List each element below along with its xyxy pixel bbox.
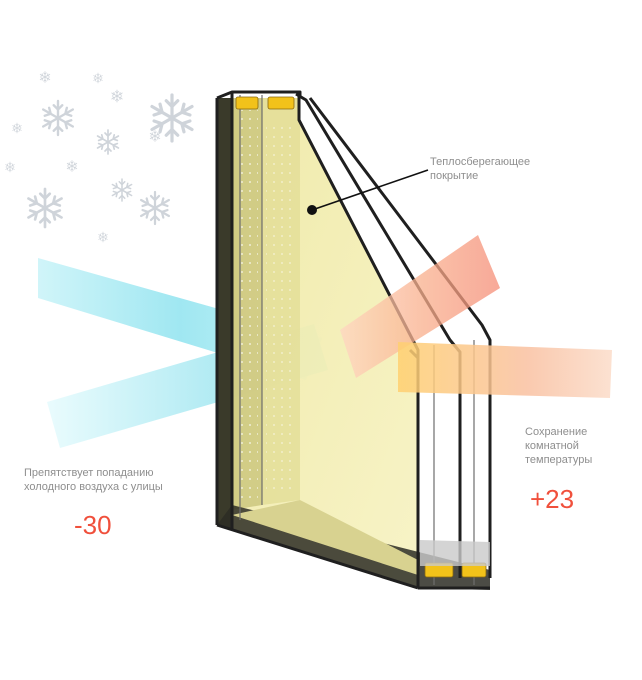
snowflake-icon bbox=[111, 89, 123, 103]
glass-unit bbox=[215, 90, 492, 590]
snowflake-icon bbox=[111, 178, 133, 202]
warm-air-label-line: Сохранение bbox=[525, 426, 588, 438]
coating-label: Теплосберегающее покрытие bbox=[430, 155, 530, 183]
snowflake-icon bbox=[27, 187, 63, 229]
snowflake-icon bbox=[42, 99, 74, 137]
coating-label-line: покрытие bbox=[430, 170, 479, 182]
coating-callout bbox=[307, 169, 429, 215]
snowflake-icon bbox=[96, 129, 120, 155]
warm-air-label: Сохранение комнатной температуры bbox=[525, 425, 592, 467]
warm-air-label-line: комнатной bbox=[525, 440, 579, 452]
cold-air-label-line: холодного воздуха с улицы bbox=[24, 481, 163, 493]
snowflake-icon bbox=[5, 161, 15, 173]
warm-air-beams bbox=[340, 235, 612, 398]
snowflakes bbox=[5, 71, 194, 243]
snowflake-icon bbox=[139, 190, 171, 226]
snowflake-icon bbox=[39, 71, 51, 83]
snowflake-icon bbox=[93, 72, 103, 84]
outside-temperature: -30 bbox=[74, 510, 112, 540]
snowflake-icon bbox=[12, 122, 22, 134]
warm-air-label-line: температуры bbox=[525, 454, 593, 466]
cold-air-label: Препятствует попаданию холодного воздуха… bbox=[24, 466, 163, 494]
coating-label-line: Теплосберегающее bbox=[430, 156, 531, 168]
snowflake-icon bbox=[98, 231, 108, 243]
snowflake-icon bbox=[149, 130, 161, 142]
inside-temperature: +23 bbox=[530, 484, 575, 514]
snowflake-icon bbox=[66, 160, 78, 172]
cold-air-label-line: Препятствует попаданию bbox=[24, 467, 154, 479]
